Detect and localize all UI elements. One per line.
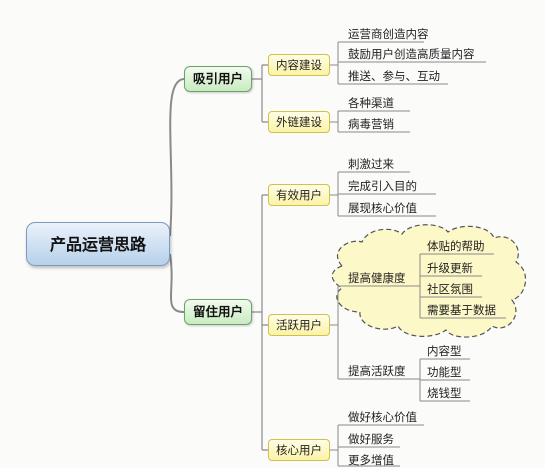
leaf: 鼓励用户创造高质量内容 bbox=[348, 47, 475, 61]
leaf: 刺激过来 bbox=[348, 157, 394, 171]
node-effective-users[interactable]: 有效用户 bbox=[268, 184, 330, 206]
node-external-links[interactable]: 外链建设 bbox=[268, 111, 330, 133]
leaf: 烧钱型 bbox=[427, 386, 462, 400]
connector-core-leaves bbox=[330, 424, 346, 467]
leaf: 推送、参与、互动 bbox=[348, 69, 440, 83]
connector-health-leaves bbox=[414, 253, 425, 319]
leaf: 需要基于数据 bbox=[427, 303, 496, 317]
leaf: 升级更新 bbox=[427, 261, 473, 275]
leaf: 做好核心价值 bbox=[348, 410, 417, 424]
node-core-users[interactable]: 核心用户 bbox=[268, 439, 330, 461]
group-health: 提高健康度 bbox=[348, 271, 406, 285]
root-node[interactable]: 产品运营思路 bbox=[26, 222, 170, 266]
leaf: 各种渠道 bbox=[348, 96, 394, 110]
connector-root-attract bbox=[169, 78, 185, 237]
connector-effective-leaves bbox=[330, 171, 346, 217]
leaf: 展现核心价值 bbox=[348, 201, 417, 215]
connector-retain-children bbox=[252, 194, 268, 451]
leaf: 病毒营销 bbox=[348, 117, 394, 131]
cloud-highlight bbox=[331, 224, 527, 338]
connector-active-groups bbox=[330, 285, 346, 380]
group-activity: 提高活跃度 bbox=[348, 364, 406, 378]
leaf: 体贴的帮助 bbox=[427, 239, 485, 253]
leaf: 功能型 bbox=[427, 365, 462, 379]
leaf: 运营商创造内容 bbox=[348, 27, 429, 41]
connector-activity-leaves bbox=[414, 358, 425, 402]
connector-root-retain bbox=[169, 253, 185, 313]
branch-attract-users[interactable]: 吸引用户 bbox=[184, 66, 252, 92]
connector-links-leaves bbox=[330, 110, 346, 133]
connector-attract-children bbox=[252, 64, 268, 123]
connector-content-leaves bbox=[330, 41, 346, 85]
leaf: 完成引入目的 bbox=[348, 179, 417, 193]
node-active-users[interactable]: 活跃用户 bbox=[268, 314, 330, 336]
leaf: 做好服务 bbox=[348, 432, 394, 446]
leaf: 更多增值 bbox=[348, 453, 394, 467]
leaf: 社区氛围 bbox=[427, 282, 473, 296]
branch-retain-users[interactable]: 留住用户 bbox=[184, 299, 252, 325]
node-content-building[interactable]: 内容建设 bbox=[268, 54, 330, 76]
leaf: 内容型 bbox=[427, 344, 462, 358]
